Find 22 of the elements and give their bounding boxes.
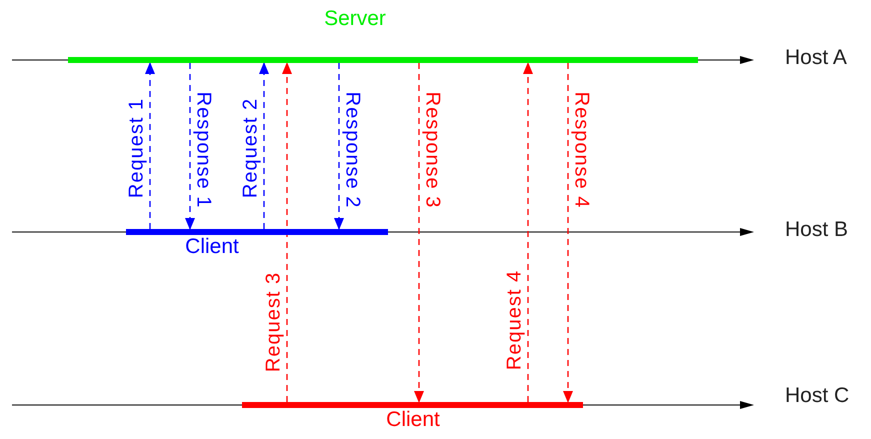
message-arrow	[185, 63, 195, 230]
edge-label: Response 3	[420, 92, 444, 208]
message-arrow	[259, 62, 269, 229]
host-label: Host C	[785, 384, 850, 408]
edge-label: Response 1	[192, 92, 214, 208]
edge-label: Request 4	[504, 270, 526, 370]
bar-label: Server	[324, 7, 386, 31]
bar-label: Client	[386, 408, 440, 432]
edge-label: Request 3	[262, 272, 286, 372]
edge-label: Response 2	[340, 92, 364, 208]
message-arrow	[523, 62, 533, 402]
message-arrow	[334, 63, 344, 230]
host-label: Host B	[785, 218, 848, 242]
host-label: Host A	[785, 46, 847, 70]
bar-label: Client	[185, 235, 239, 259]
edge-label: Response 4	[570, 92, 592, 208]
message-arrow	[563, 63, 573, 403]
edge-label: Request 1	[126, 98, 148, 198]
message-arrow	[414, 63, 424, 403]
edge-label: Request 2	[240, 98, 262, 198]
message-arrow	[282, 62, 292, 402]
message-arrow	[145, 62, 155, 229]
